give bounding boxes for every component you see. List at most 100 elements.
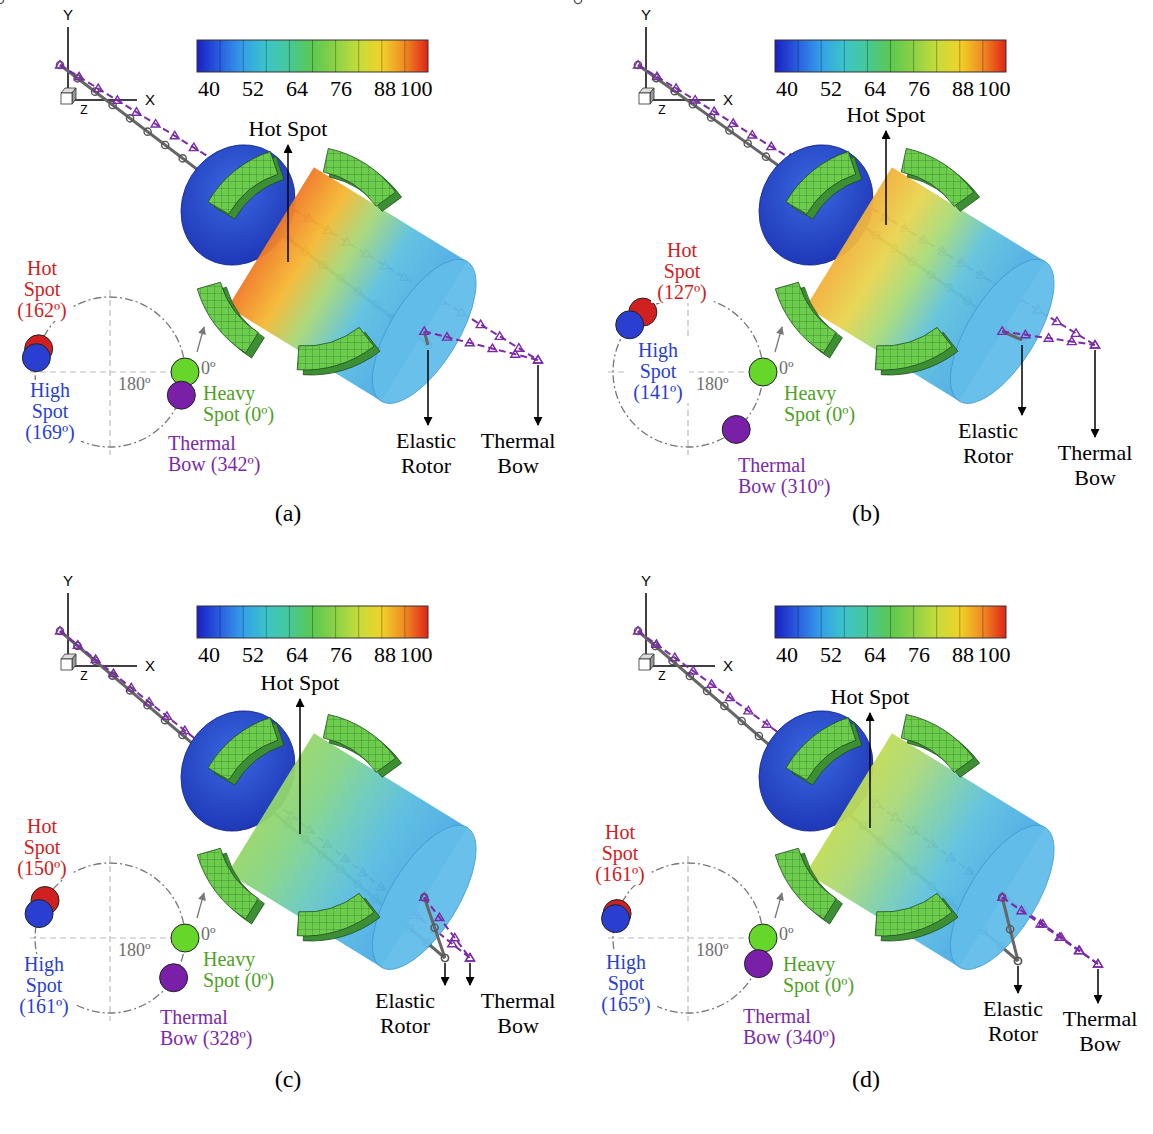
panel: [25, 593, 496, 1021]
node-marker: [511, 350, 520, 358]
colorbar-band: [821, 606, 822, 638]
panel-label: (c): [258, 1066, 318, 1093]
colorbar-band: [867, 40, 868, 72]
node-marker: [1021, 330, 1030, 338]
bearing-pad-mesh: [208, 151, 278, 214]
node-marker: [420, 327, 429, 335]
colorbar-band: [821, 40, 822, 72]
axis-label: Y: [634, 572, 658, 589]
spot-label: Heavy Spot (0º): [203, 383, 287, 425]
spot-marker: [22, 344, 50, 372]
leader-arrow: [1017, 966, 1019, 993]
colorbar-band: [243, 40, 244, 72]
node-marker: [1017, 906, 1026, 914]
bearing-pad-mesh: [323, 714, 395, 772]
colorbar-band: [289, 40, 290, 72]
colorbar-band: [335, 606, 336, 638]
node-marker: [534, 356, 543, 364]
angle-label: 180º: [118, 940, 168, 961]
callout-label: Thermal Bow: [1052, 440, 1138, 490]
colorbar-band: [312, 606, 313, 638]
panel: [602, 593, 1103, 1021]
colorbar-band: [220, 40, 221, 72]
axis-label: X: [716, 91, 740, 108]
leader-arrow: [287, 145, 289, 262]
node-marker: [162, 712, 171, 720]
callout-label: Elastic Rotor: [970, 996, 1056, 1046]
rotor: [228, 733, 496, 985]
spot-label: High Spot (169º): [19, 380, 81, 443]
node-marker: [634, 61, 641, 68]
node-marker: [127, 683, 136, 691]
bearing-pad: [786, 717, 856, 780]
node-marker: [170, 131, 179, 139]
callout-label: Elastic Rotor: [362, 988, 448, 1038]
node-marker: [132, 108, 141, 116]
node-marker: [999, 894, 1006, 901]
rotor: [806, 733, 1074, 985]
node-marker: [726, 693, 735, 701]
colorbar-band: [867, 606, 868, 638]
colorbar-tick: 40: [187, 642, 231, 668]
bearing-pad: [875, 893, 952, 936]
colorbar-band: [959, 40, 960, 72]
leader-arrow: [1097, 969, 1099, 1003]
colorbar-band: [335, 40, 336, 72]
node-marker: [431, 924, 438, 931]
colorbar-tick: 100: [972, 76, 1016, 102]
leader-arrow: [885, 131, 887, 225]
node-marker: [689, 101, 696, 108]
axis-label: Y: [56, 6, 80, 23]
node-marker: [75, 72, 84, 80]
axis-label: Y: [634, 6, 658, 23]
axis-cube: [61, 659, 72, 670]
colorbar-band: [266, 606, 267, 638]
callout-label: Hot Spot: [250, 670, 350, 696]
node-marker: [634, 627, 641, 634]
colorbar-band: [220, 606, 221, 638]
node-marker: [767, 142, 776, 150]
colorbar: [775, 606, 1006, 638]
colorbar-band: [982, 606, 983, 638]
node-marker: [189, 143, 198, 151]
panel: [0, 0, 542, 455]
colorbar-band: [289, 606, 290, 638]
panel-label: (d): [836, 1066, 896, 1093]
bearing-pad: [197, 848, 258, 919]
node-marker: [180, 726, 189, 734]
colorbar: [775, 40, 1006, 72]
angle-label: 180º: [696, 940, 746, 961]
node-marker: [73, 641, 82, 649]
spot-label: High Spot (165º): [595, 952, 657, 1015]
bearing-pad-mesh: [875, 327, 952, 370]
axis-label: X: [138, 657, 162, 674]
axis-cube: [639, 93, 650, 104]
colorbar-band: [798, 606, 799, 638]
node-marker: [1091, 341, 1100, 349]
colorbar-band: [381, 606, 382, 638]
colorbar-band: [266, 40, 267, 72]
node-marker: [998, 893, 1007, 901]
node-marker: [94, 84, 103, 92]
leader-arrow: [427, 350, 429, 425]
colorbar-band: [936, 606, 937, 638]
rotor-end: [352, 810, 496, 985]
axis-label: Y: [56, 572, 80, 589]
leader-arrow: [1094, 350, 1096, 437]
node-marker: [653, 72, 662, 80]
callout-label: Hot Spot: [836, 102, 936, 128]
colorbar-tick: 52: [809, 76, 853, 102]
bearing-pad: [775, 282, 836, 353]
panel: [574, 0, 1099, 455]
bearing-pad-mesh: [297, 893, 374, 936]
spot-label: Hot Spot (162º): [11, 258, 73, 321]
callout-label: Elastic Rotor: [945, 418, 1031, 468]
leader-arrow: [197, 327, 204, 352]
spot-label: Hot Spot (161º): [589, 822, 651, 885]
node-marker: [476, 320, 485, 328]
node-marker: [729, 119, 738, 127]
colorbar-tick: 76: [319, 642, 363, 668]
thermal-bow-shaft: [424, 331, 538, 360]
callout-label: Thermal Bow: [475, 988, 561, 1038]
